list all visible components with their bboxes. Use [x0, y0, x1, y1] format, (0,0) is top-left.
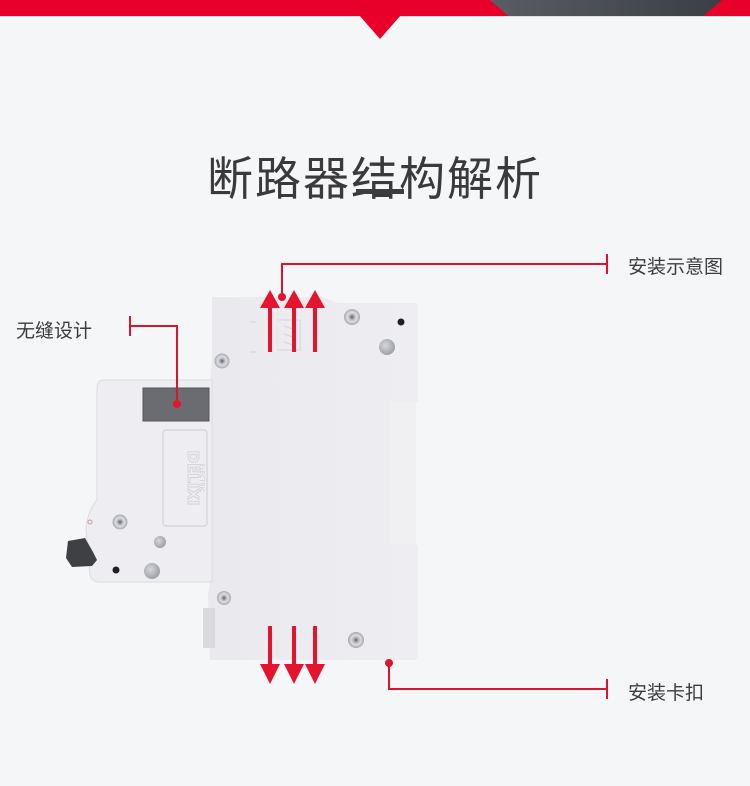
hole-icon	[112, 566, 120, 574]
screw-icon	[348, 632, 364, 648]
callout-label-install-clip: 安装卡扣	[628, 682, 705, 704]
arrow-up-icon	[260, 290, 280, 352]
callout-label-install-diagram: 安装示意图	[628, 256, 724, 278]
screw-icon	[112, 514, 128, 530]
page-title: 断路器结构解析	[207, 151, 543, 206]
screw-icon	[214, 353, 230, 369]
arrows-up	[260, 290, 325, 352]
lower-side-tab	[203, 608, 215, 648]
arrows-down	[260, 626, 325, 684]
arrow-down-icon	[305, 626, 325, 684]
brand-logo: DELIXI	[184, 451, 202, 506]
knob-icon	[144, 563, 160, 579]
arrow-down-icon	[260, 626, 280, 684]
arrow-up-icon	[305, 290, 325, 352]
callout-dot	[385, 659, 393, 667]
indicator-dot	[87, 519, 93, 525]
callout-line-seamless-design	[129, 316, 178, 404]
brand-sub-logo: ELECTRIC	[198, 464, 205, 493]
screw-icon	[344, 309, 360, 325]
knob-icon	[154, 536, 166, 548]
callout-dot	[278, 293, 286, 301]
arrow-down-icon	[284, 626, 304, 684]
top-banner-dark-tab	[490, 0, 722, 16]
hole-icon	[397, 318, 405, 326]
callout-label-seamless-design: 无缝设计	[16, 320, 93, 342]
arrow-up-icon	[284, 290, 304, 352]
toggle-handle	[66, 538, 97, 567]
callout-line-install-diagram	[281, 254, 608, 296]
breaker-body-main	[208, 297, 418, 660]
callout-line-install-clip	[388, 663, 608, 699]
screw-icon	[217, 591, 231, 605]
callout-dot	[173, 400, 181, 408]
knob-icon	[379, 339, 395, 355]
brand-plate: DELIXI ELECTRIC	[162, 429, 208, 527]
title-underline	[356, 189, 404, 194]
